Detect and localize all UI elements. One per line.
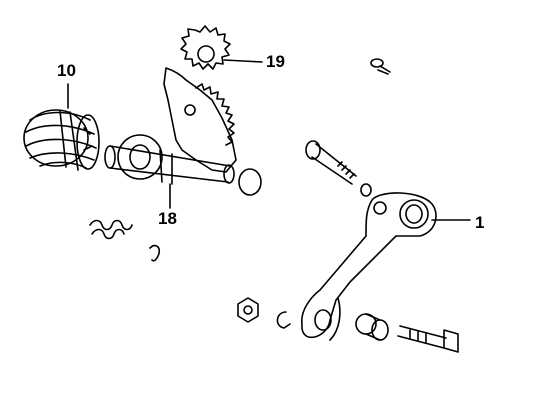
small-screw <box>370 58 391 75</box>
circlip <box>276 311 291 329</box>
o-ring <box>238 168 262 196</box>
callout-19: 19 <box>266 52 285 71</box>
callout-1: 1 <box>475 213 485 232</box>
small-coil-spring <box>89 219 133 240</box>
leader-19 <box>223 59 263 63</box>
coil-spring <box>23 109 100 171</box>
pinch-bolt <box>305 140 357 185</box>
sector-plate <box>163 67 237 173</box>
washer <box>360 183 372 197</box>
kickstart-shaft <box>104 134 235 185</box>
ratchet-gear <box>180 25 231 70</box>
lower-bolt <box>397 325 459 353</box>
hex-nut <box>237 297 259 323</box>
bush <box>355 313 389 341</box>
callout-18: 18 <box>158 209 177 228</box>
circlip-small <box>149 244 161 262</box>
callout-10: 10 <box>57 61 76 80</box>
kickstart-lever <box>301 192 437 341</box>
